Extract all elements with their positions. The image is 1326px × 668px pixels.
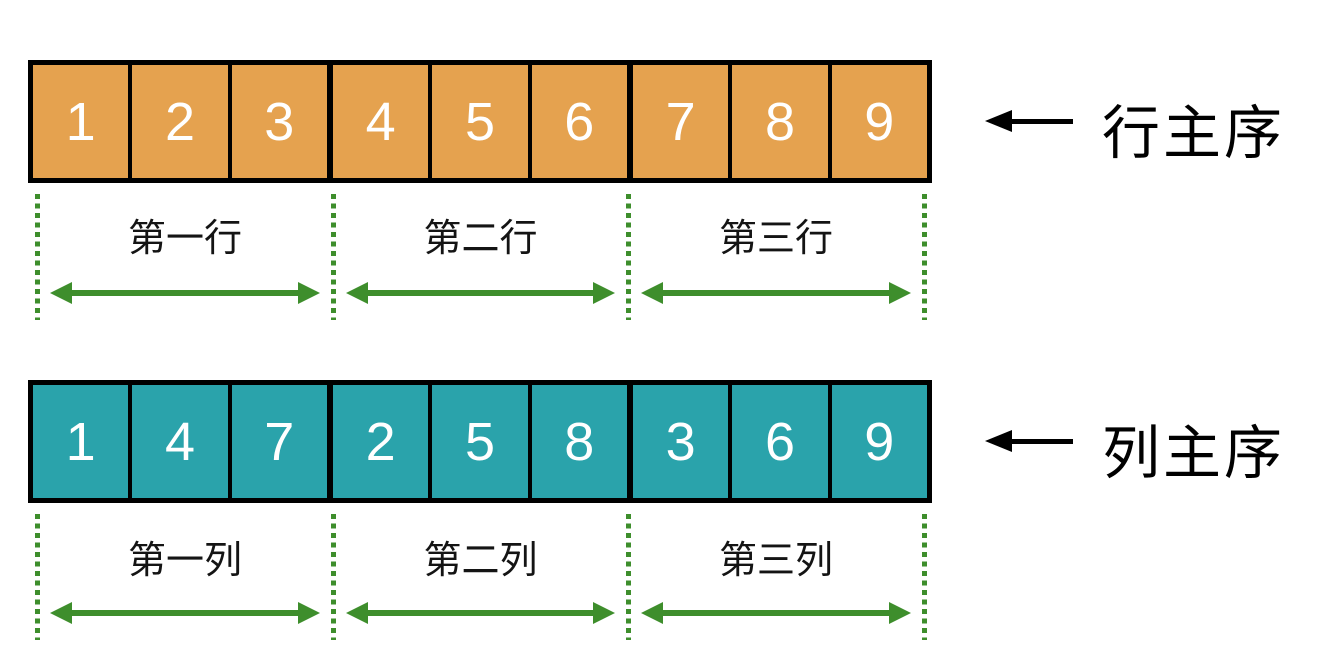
- memory-cell: 1: [33, 65, 129, 178]
- arrow-left-head-icon: [50, 602, 72, 624]
- memory-cell: 7: [227, 385, 327, 498]
- dotted-separator: [331, 514, 336, 640]
- arrow-head: [985, 430, 1012, 452]
- dotted-separator: [626, 194, 631, 320]
- arrow-left-head-icon: [346, 282, 368, 304]
- arrow-left-head-icon: [641, 282, 663, 304]
- left-arrow-icon: [985, 429, 1073, 453]
- memory-cell: 8: [728, 65, 828, 178]
- range-arrow: [346, 281, 615, 305]
- left-arrow-icon: [985, 109, 1073, 133]
- memory-cell: 9: [827, 385, 927, 498]
- arrow-shaft: [68, 610, 302, 616]
- range-arrow: [50, 601, 320, 625]
- memory-cell: 4: [128, 385, 228, 498]
- arrow-left-head-icon: [50, 282, 72, 304]
- arrow-shaft: [659, 610, 893, 616]
- dotted-separator: [331, 194, 336, 320]
- arrow-shaft: [1007, 119, 1073, 124]
- memory-cell: 1: [33, 385, 129, 498]
- memory-cell: 6: [728, 385, 828, 498]
- memory-cell: 5: [428, 385, 528, 498]
- column-group-label: 第一列: [127, 540, 242, 582]
- row-major-strip: 1 2 3 4 5 6 7 8 9: [28, 60, 932, 183]
- memory-cell: 2: [128, 65, 228, 178]
- arrow-right-head-icon: [298, 282, 320, 304]
- arrow-right-head-icon: [593, 282, 615, 304]
- arrow-right-head-icon: [593, 602, 615, 624]
- dotted-separator: [35, 194, 40, 320]
- arrow-left-head-icon: [346, 602, 368, 624]
- row-group-label: 第一行: [127, 218, 242, 260]
- column-major-strip: 1 4 7 2 5 8 3 6 9: [28, 380, 932, 503]
- arrow-left-head-icon: [641, 602, 663, 624]
- memory-cell: 6: [527, 65, 627, 178]
- memory-cell: 9: [827, 65, 927, 178]
- arrow-right-head-icon: [889, 282, 911, 304]
- row-group-label: 第三行: [718, 218, 833, 260]
- arrow-right-head-icon: [298, 602, 320, 624]
- dotted-separator: [35, 514, 40, 640]
- dotted-separator: [922, 194, 927, 320]
- memory-cell: 3: [626, 385, 729, 498]
- column-major-title: 列主序: [1102, 421, 1286, 486]
- column-group-label: 第二列: [423, 540, 538, 582]
- arrow-shaft: [364, 290, 597, 296]
- arrow-shaft: [1007, 439, 1073, 444]
- row-group-label: 第二行: [423, 218, 538, 260]
- range-arrow: [641, 281, 911, 305]
- memory-cell: 2: [326, 385, 429, 498]
- arrow-shaft: [68, 290, 302, 296]
- range-arrow: [641, 601, 911, 625]
- arrow-head: [985, 110, 1012, 132]
- memory-cell: 5: [428, 65, 528, 178]
- range-arrow: [50, 281, 320, 305]
- row-major-title: 行主序: [1102, 101, 1286, 166]
- arrow-shaft: [659, 290, 893, 296]
- arrow-right-head-icon: [889, 602, 911, 624]
- dotted-separator: [626, 514, 631, 640]
- memory-cell: 4: [326, 65, 429, 178]
- memory-cell: 3: [227, 65, 327, 178]
- dotted-separator: [922, 514, 927, 640]
- column-group-label: 第三列: [718, 540, 833, 582]
- range-arrow: [346, 601, 615, 625]
- arrow-shaft: [364, 610, 597, 616]
- memory-cell: 7: [626, 65, 729, 178]
- memory-cell: 8: [527, 385, 627, 498]
